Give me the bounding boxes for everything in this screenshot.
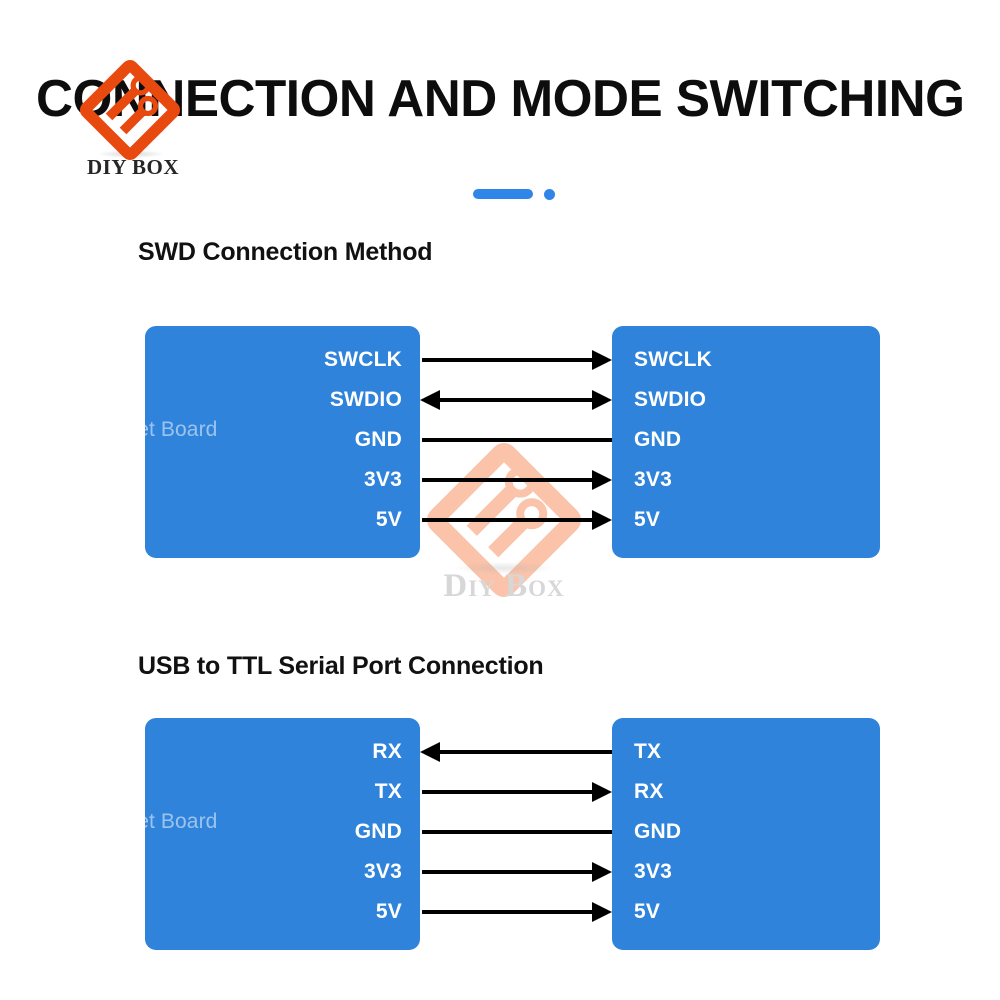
pin-label-right-4: 5V <box>634 508 661 531</box>
pin-label-left-0: SWCLK <box>324 348 402 371</box>
board-wch-link-emulator <box>145 718 420 950</box>
pin-label-left-2: GND <box>354 428 402 451</box>
pill-indicator-icon <box>473 189 533 199</box>
section-heading: SWD Connection Method <box>138 238 433 266</box>
pin-column-left: SWCLK SWDIO GND 3V3 5V <box>145 326 420 558</box>
board-right-caption: Target Board <box>96 810 218 833</box>
dot-indicator-icon <box>544 188 555 200</box>
pin-label-left-3: 3V3 <box>364 860 402 883</box>
board-target <box>612 326 880 558</box>
pin-column-right: SWCLK SWDIO GND 3V3 5V <box>612 326 880 558</box>
section-swd-connection: SWD Connection Method WCH-Link Emulator … <box>0 238 1000 568</box>
board-left-caption: WCH-Link Emulator <box>44 808 141 862</box>
watermark-text: Diy Box <box>443 568 565 604</box>
pin-label-right-0: TX <box>634 740 662 763</box>
pin-label-left-1: SWDIO <box>329 388 402 411</box>
board-right-caption: Target Board <box>96 418 218 441</box>
section-heading: USB to TTL Serial Port Connection <box>138 652 544 680</box>
pin-label-right-4: 5V <box>634 900 661 923</box>
pin-label-right-1: RX <box>634 780 664 803</box>
pin-label-left-4: 5V <box>375 900 402 923</box>
title-divider <box>473 188 555 200</box>
board-left-caption: WCH-Link Emulator <box>44 416 141 470</box>
board-target <box>612 718 880 950</box>
pin-column-left: RX TX GND 3V3 5V <box>145 718 420 950</box>
wires-usb-ttl <box>420 718 612 950</box>
pin-label-left-3: 3V3 <box>364 468 402 491</box>
pin-label-left-4: 5V <box>375 508 402 531</box>
pin-label-left-2: GND <box>354 820 402 843</box>
pin-column-right: TX RX GND 3V3 5V <box>612 718 880 950</box>
wires-swd <box>420 326 612 558</box>
pin-label-right-2: GND <box>634 428 682 451</box>
pin-label-right-1: SWDIO <box>634 388 707 411</box>
pin-label-left-0: RX <box>372 740 402 763</box>
section-usb-ttl-connection: USB to TTL Serial Port Connection WCH-Li… <box>0 652 1000 952</box>
diagram-swd: WCH-Link Emulator Target Board SWCLK SWD… <box>0 326 1000 558</box>
page-header: CONNECTION AND MODE SWITCHING DIY BOX <box>0 0 1000 220</box>
board-wch-link-emulator <box>145 326 420 558</box>
pin-label-left-1: TX <box>374 780 402 803</box>
pin-label-right-0: SWCLK <box>634 348 712 371</box>
pin-label-right-3: 3V3 <box>634 468 672 491</box>
diagram-usb-ttl: WCH-Link Emulator Target Board RX TX GND… <box>0 718 1000 950</box>
page-title: CONNECTION AND MODE SWITCHING <box>36 70 965 128</box>
pin-label-right-2: GND <box>634 820 682 843</box>
brand-wordmark: DIY BOX <box>87 155 179 179</box>
pin-label-right-3: 3V3 <box>634 860 672 883</box>
